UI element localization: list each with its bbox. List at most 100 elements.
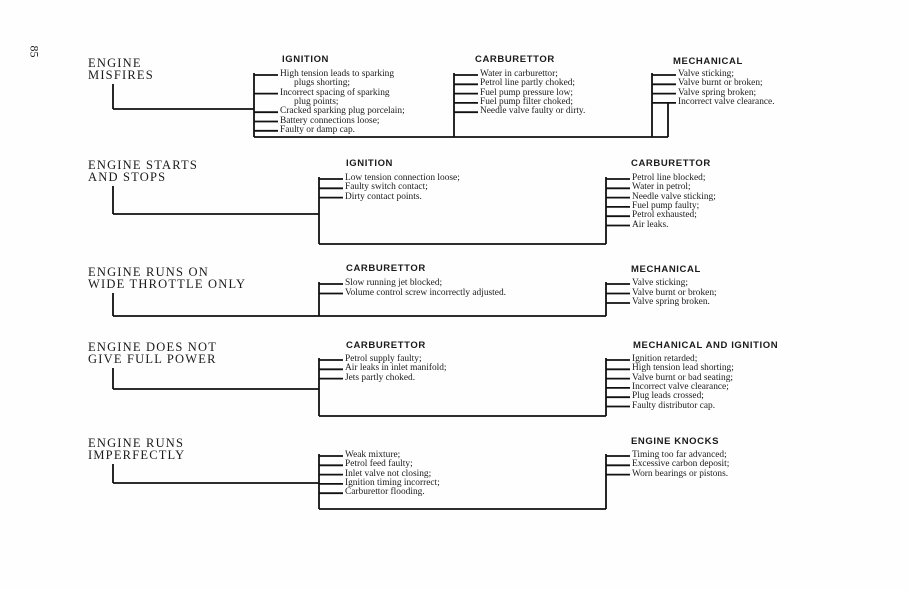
cause-item: Worn bearings or pistons. xyxy=(632,469,728,479)
cause-text-continued: plugs shorting; xyxy=(294,78,350,89)
cause-item: Petrol supply faulty; xyxy=(345,354,422,364)
cause-text: Ignition timing incorrect; xyxy=(345,477,440,488)
category-title: IGNITION xyxy=(282,54,330,65)
cause-text-continued: plug points; xyxy=(294,96,339,107)
cause-item: Timing too far advanced; xyxy=(632,450,727,460)
cause-item: Inlet valve not closing; xyxy=(345,468,432,479)
cause-item: Valve sticking; xyxy=(632,278,688,288)
cause-text: Valve sticking; xyxy=(678,69,734,79)
cause-text: High tension lead shorting; xyxy=(632,363,734,374)
cause-text: Valve spring broken; xyxy=(678,87,757,98)
cause-item: Ignition timing incorrect; xyxy=(345,477,440,488)
cause-item: Valve spring broken. xyxy=(632,297,710,307)
cause-text: Faulty switch contact; xyxy=(345,182,428,193)
cause-item: Incorrect valve clearance; xyxy=(632,381,729,392)
category-title: CARBURETTOR xyxy=(631,158,711,169)
section-heading: ENGINE STARTS xyxy=(88,158,199,172)
cause-item: Water in carburettor; xyxy=(480,69,558,79)
cause-item: Weak mixture; xyxy=(345,450,401,460)
cause-text: Plug leads crossed; xyxy=(632,391,704,402)
section-heading: WIDE THROTTLE ONLY xyxy=(88,277,247,291)
section-heading: ENGINE RUNS xyxy=(88,436,185,450)
cause-text: Fuel pump filter choked; xyxy=(480,96,573,107)
section-heading: ENGINE DOES NOT xyxy=(88,340,218,354)
cause-text: Valve burnt or broken; xyxy=(632,287,717,298)
cause-item: Petrol line blocked; xyxy=(632,173,705,183)
cause-text: Valve sticking; xyxy=(632,278,688,288)
cause-item: Incorrect valve clearance. xyxy=(678,97,775,107)
cause-item: Slow running jet blocked; xyxy=(345,278,443,288)
category-title: CARBURETTOR xyxy=(346,263,426,274)
cause-text: Needle valve faulty or dirty. xyxy=(480,106,586,117)
cause-item: Volume control screw incorrectly adjuste… xyxy=(345,287,506,298)
cause-text: Valve spring broken. xyxy=(632,297,710,307)
cause-text: Weak mixture; xyxy=(345,450,401,460)
cause-text: Low tension connection loose; xyxy=(345,173,460,183)
cause-item: Ignition retarded; xyxy=(632,354,698,364)
category-title: ENGINE KNOCKS xyxy=(631,436,720,447)
section-heading: GIVE FULL POWER xyxy=(88,352,217,366)
cause-text: Valve burnt or broken; xyxy=(678,78,763,89)
cause-item: Fuel pump filter choked; xyxy=(480,96,573,107)
cause-text: Ignition retarded; xyxy=(632,354,698,364)
cause-text: Incorrect valve clearance; xyxy=(632,381,729,392)
cause-text: Water in petrol; xyxy=(632,182,691,193)
category-title: MECHANICAL AND IGNITION xyxy=(633,340,779,351)
cause-text: Carburettor flooding. xyxy=(345,487,425,498)
section-heading: AND STOPS xyxy=(88,170,167,184)
cause-text: Slow running jet blocked; xyxy=(345,278,443,288)
cause-text: Battery connections loose; xyxy=(280,115,380,126)
section-heading: ENGINE RUNS ON xyxy=(88,265,209,279)
cause-item: Valve spring broken; xyxy=(678,87,757,98)
category-title: MECHANICAL xyxy=(673,56,743,67)
cause-item: Carburettor flooding. xyxy=(345,487,425,498)
cause-text: Needle valve sticking; xyxy=(632,191,716,202)
cause-text: Inlet valve not closing; xyxy=(345,468,432,479)
cause-item: Petrol line partly choked; xyxy=(480,79,575,88)
cause-item: Valve sticking; xyxy=(678,69,734,79)
section-heading: MISFIRES xyxy=(88,68,154,82)
cause-item: Excessive carbon deposit; xyxy=(632,460,729,469)
cause-item: Petrol feed faulty; xyxy=(345,460,413,469)
cause-text: Petrol supply faulty; xyxy=(345,354,422,364)
cause-item: Battery connections loose; xyxy=(280,115,380,126)
cause-item: Needle valve sticking; xyxy=(632,191,716,202)
cause-item: Jets partly choked. xyxy=(345,372,416,383)
cause-text: Cracked sparking plug porcelain; xyxy=(280,106,405,117)
cause-text: Volume control screw incorrectly adjuste… xyxy=(345,287,506,298)
cause-item: Valve burnt or bad seating; xyxy=(632,372,734,383)
cause-item: Valve burnt or broken; xyxy=(632,287,717,298)
cause-text: Valve burnt or bad seating; xyxy=(632,372,734,383)
section-heading: IMPERFECTLY xyxy=(88,448,186,462)
cause-text: Excessive carbon deposit; xyxy=(632,459,730,470)
cause-item: Needle valve faulty or dirty. xyxy=(480,106,586,117)
category-title: CARBURETTOR xyxy=(475,54,555,65)
cause-item: Valve burnt or broken; xyxy=(678,79,763,88)
cause-item: Faulty switch contact; xyxy=(345,183,428,192)
cause-text: Fuel pump pressure low; xyxy=(480,87,573,98)
cause-text: Timing too far advanced; xyxy=(632,450,727,460)
cause-item: High tension lead shorting; xyxy=(632,364,734,373)
cause-item: Faulty distributor cap. xyxy=(632,401,715,411)
cause-item: Air leaks in inlet manifold; xyxy=(345,364,447,373)
cause-text: Petrol exhausted; xyxy=(632,210,697,221)
cause-text: High tension leads to sparking xyxy=(280,69,395,79)
cause-item: Air leaks. xyxy=(632,219,669,230)
cause-text: Fuel pump faulty; xyxy=(632,200,700,211)
cause-text: Incorrect spacing of sparking xyxy=(280,87,390,98)
cause-item: Dirty contact points. xyxy=(345,192,422,202)
cause-text: Petrol line partly choked; xyxy=(480,78,576,89)
category-title: MECHANICAL xyxy=(631,264,701,275)
category-title: IGNITION xyxy=(346,158,394,169)
cause-item: Petrol exhausted; xyxy=(632,210,697,221)
cause-text: Petrol feed faulty; xyxy=(345,459,413,470)
cause-text: Air leaks in inlet manifold; xyxy=(345,363,447,374)
cause-text: Faulty or damp cap. xyxy=(280,124,355,135)
cause-text: Air leaks. xyxy=(632,219,669,230)
category-title: CARBURETTOR xyxy=(346,340,426,351)
cause-text: Jets partly choked. xyxy=(345,372,416,383)
